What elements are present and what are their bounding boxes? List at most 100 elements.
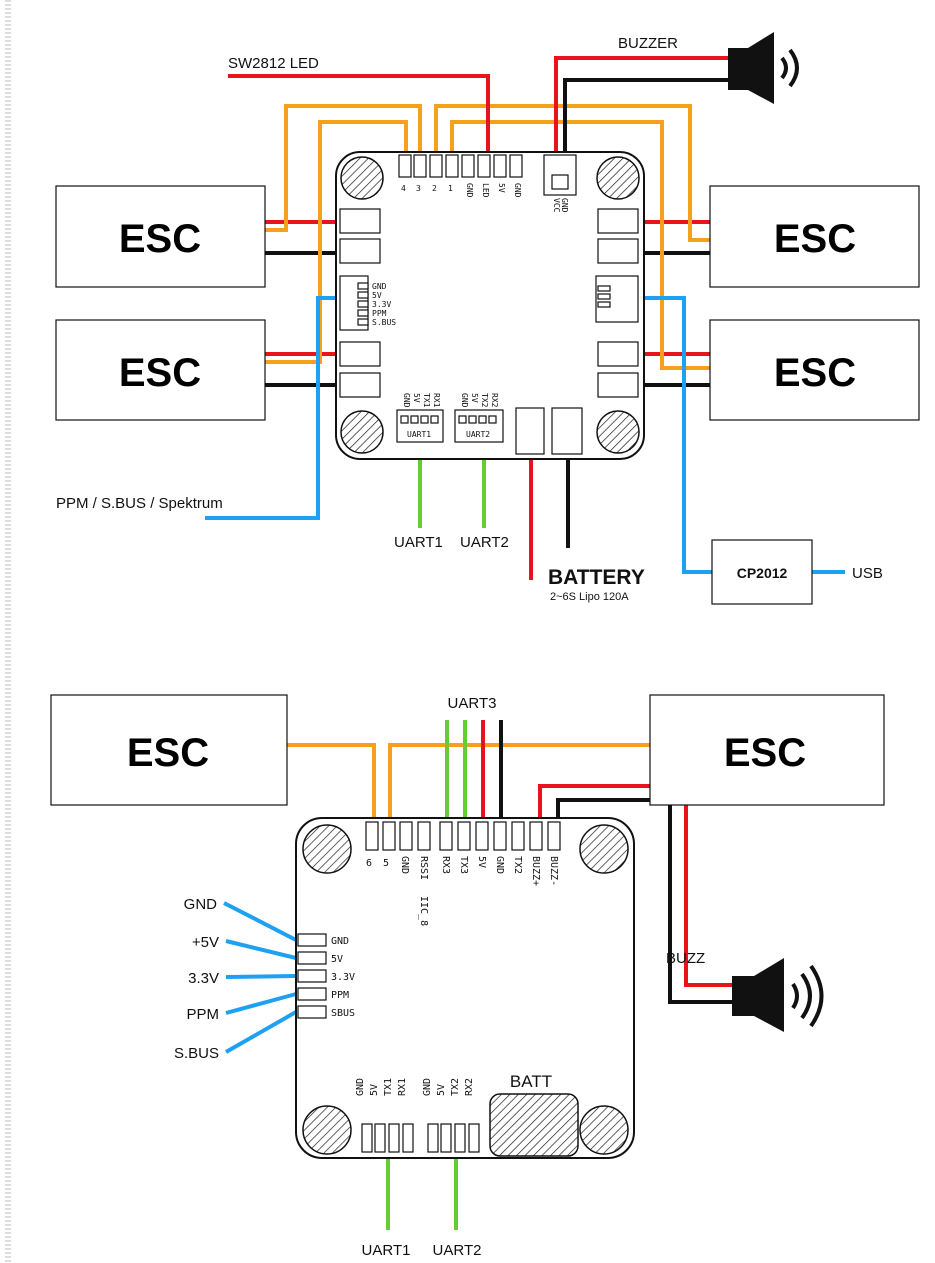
pin-5: 5 — [383, 858, 389, 869]
rx-pin-sbus: S.BUS — [372, 318, 396, 327]
buzzer-pin-gnd: GND — [560, 198, 569, 213]
motor-pin-3: 3 — [416, 184, 421, 193]
uart2-connector — [454, 409, 504, 443]
uart1-pin-5v: 5V — [369, 1084, 380, 1096]
esc-pads — [339, 208, 639, 398]
side-pin-5v: 5V — [331, 954, 343, 965]
uart2-pin-5v: 5V — [470, 393, 479, 403]
pin-buzz-minus: BUZZ- — [548, 856, 559, 886]
pin-tx3: TX3 — [458, 856, 469, 874]
cp2012-box — [711, 539, 813, 605]
side-pin-ppm: PPM — [331, 990, 349, 1001]
iic-label: IIC_8 — [418, 896, 429, 926]
uart2-label: UART2 — [433, 1242, 482, 1259]
speaker-icon — [728, 32, 799, 104]
pin-rx3: RX3 — [440, 856, 451, 874]
uart1-pin-5v: 5V — [412, 393, 421, 403]
esc-label: ESC — [119, 217, 201, 261]
uart2-pin-5v: 5V — [436, 1084, 447, 1096]
header-pin-led: LED — [481, 183, 490, 198]
mount-hole — [596, 410, 640, 454]
header-pin-5v: 5V — [497, 183, 506, 193]
esc-label: ESC — [119, 351, 201, 395]
rx-pin-ppm: PPM — [372, 309, 387, 318]
esc-label: ESC — [724, 731, 806, 775]
pin-tx2: TX2 — [512, 856, 523, 874]
top-wires — [205, 56, 845, 580]
uart1-pin-rx1: RX1 — [397, 1078, 408, 1096]
uart1-pads — [361, 1123, 414, 1153]
uart2-pin-gnd: GND — [460, 393, 469, 408]
battery-label: BATTERY — [548, 566, 645, 589]
header-pin-gnd: GND — [465, 183, 474, 198]
pin-buzz-plus: BUZZ+ — [530, 856, 541, 886]
rx-pin-5v: 5V — [372, 291, 382, 300]
battery-sub-label: 2~6S Lipo 120A — [550, 591, 629, 603]
mount-hole — [596, 156, 640, 200]
header-pin-gnd2: GND — [513, 183, 522, 198]
uart1-pin-gnd: GND — [355, 1078, 366, 1096]
buzzer-pin-vcc: VCC — [552, 198, 561, 213]
motor-pin-4: 4 — [401, 184, 406, 193]
esc-box-left — [50, 694, 288, 806]
battery-pad-neg — [551, 407, 583, 455]
esc-box-top-left — [55, 185, 266, 288]
side-label-ppm: PPM — [186, 1006, 219, 1023]
mount-hole — [340, 410, 384, 454]
uart1-connector — [396, 409, 444, 443]
mount-hole — [579, 824, 629, 874]
pin-gnd2: GND — [494, 856, 505, 874]
esc-box-top-right — [709, 185, 920, 288]
pin-5v: 5V — [476, 856, 487, 868]
batt-pad — [489, 1093, 579, 1157]
rx-pin-3v3: 3.3V — [372, 300, 391, 309]
uart2-pin-tx2: TX2 — [450, 1078, 461, 1096]
side-label-3v3: 3.3V — [188, 970, 219, 987]
mount-hole — [302, 824, 352, 874]
esc-label: ESC — [127, 731, 209, 775]
uart2-label: UART2 — [460, 534, 509, 551]
battery-pad-pos — [515, 407, 545, 455]
esc-box-bottom-left — [55, 319, 266, 421]
esc-label: ESC — [774, 351, 856, 395]
uart1-connector-label: UART1 — [407, 430, 431, 439]
flight-controller-board — [335, 151, 645, 460]
motor-pin-1: 1 — [448, 184, 453, 193]
speaker-icon — [732, 958, 824, 1032]
ppm-label: PPM / S.BUS / Spektrum — [56, 495, 223, 512]
uart2-pin-rx2: RX2 — [490, 393, 499, 408]
cp2012-label: CP2012 — [737, 565, 788, 581]
flight-controller-board-2 — [295, 817, 635, 1159]
pin-rssi: RSSI — [418, 856, 429, 880]
side-label-5v: +5V — [192, 934, 219, 951]
pin-6: 6 — [366, 858, 372, 869]
uart2-pads — [427, 1123, 480, 1153]
usb-connector — [595, 275, 639, 323]
side-connector — [297, 933, 327, 1019]
uart1-pin-rx1: RX1 — [432, 393, 441, 408]
uart1-pin-tx1: TX1 — [422, 393, 431, 408]
motor-pin-2: 2 — [432, 184, 437, 193]
rx-pin-gnd: GND — [372, 282, 387, 291]
buzz-label: BUZZ — [666, 950, 705, 967]
uart1-pin-tx1: TX1 — [383, 1078, 394, 1096]
mount-hole — [302, 1105, 352, 1155]
uart3-label: UART3 — [448, 695, 497, 712]
uart1-pin-gnd: GND — [402, 393, 411, 408]
uart2-pin-gnd: GND — [422, 1078, 433, 1096]
batt-label: BATT — [510, 1072, 552, 1091]
side-pin-3v3: 3.3V — [331, 972, 355, 983]
esc-label: ESC — [774, 217, 856, 261]
top-header — [398, 154, 577, 196]
usb-label: USB — [852, 565, 883, 582]
bottom-diagram: ESC ESC 6 5 GND RSSI RX3 TX3 5V GND — [50, 694, 885, 1259]
uart2-connector-label: UART2 — [466, 430, 490, 439]
side-pin-sbus: SBUS — [331, 1008, 355, 1019]
uart1-label: UART1 — [394, 534, 443, 551]
mount-hole — [579, 1105, 629, 1155]
uart2-pin-rx2: RX2 — [464, 1078, 475, 1096]
esc-box-bottom-right — [709, 319, 920, 421]
top-diagram: 4 3 2 1 GND LED 5V GND GND VCC — [55, 32, 920, 605]
uart1-label: UART1 — [362, 1242, 411, 1259]
